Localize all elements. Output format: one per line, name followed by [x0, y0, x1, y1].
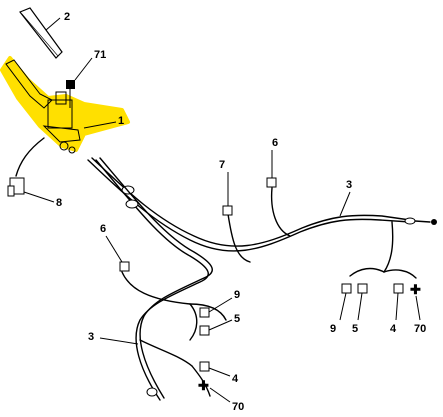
connector-part-8 — [7, 137, 55, 203]
connector-box-5-lower — [199, 325, 210, 336]
callout-3-upper: 3 — [346, 179, 352, 191]
leader-5a — [208, 319, 233, 331]
callout-9-lower: 9 — [234, 289, 240, 301]
callout-3-lower: 3 — [88, 331, 94, 343]
ground-plus-icon-lower: ✚ — [198, 378, 209, 393]
connector-box-5-right — [357, 283, 368, 294]
callout-9-right: 9 — [330, 323, 336, 335]
handle-grip-part — [19, 7, 63, 59]
callout-6-upper: 6 — [272, 137, 278, 149]
leader-9b — [339, 292, 347, 321]
connector-box-7 — [222, 205, 233, 216]
leader-3a — [339, 191, 351, 217]
callout-71: 71 — [94, 49, 106, 61]
brake-switch-part-71 — [66, 57, 93, 108]
leader-2 — [45, 17, 61, 31]
callout-1: 1 — [118, 115, 124, 127]
connector-box-6-lower — [119, 261, 130, 272]
callout-7: 7 — [219, 159, 225, 171]
callout-5-lower: 5 — [234, 313, 240, 325]
wire-harness — [121, 187, 417, 397]
callout-70-lower: 70 — [232, 401, 244, 413]
leader-6b — [105, 235, 123, 263]
leader-8 — [23, 191, 55, 203]
callout-2: 2 — [64, 11, 70, 23]
leader-71 — [74, 57, 93, 81]
leader-4b — [395, 292, 399, 321]
leader-4a — [208, 367, 231, 377]
leader-5b — [357, 292, 363, 321]
leader-70a — [209, 387, 231, 403]
leader-1 — [83, 121, 117, 129]
callout-6-lower: 6 — [100, 223, 106, 235]
brake-lever-assembly-highlighted[interactable] — [0, 56, 130, 154]
connector-box-4-lower — [199, 361, 210, 372]
connector-box-4-right — [393, 283, 404, 294]
callout-8: 8 — [56, 197, 62, 209]
callout-70-right: 70 — [414, 323, 426, 335]
connector-box-9-right — [341, 283, 352, 294]
connector-box-6-upper — [266, 177, 277, 188]
ground-plus-icon-right: ✚ — [410, 282, 421, 297]
callout-5-right: 5 — [352, 323, 358, 335]
leader-70b — [415, 295, 421, 321]
leader-3b — [99, 337, 139, 345]
secondary-cable — [95, 157, 213, 401]
leader-9a — [208, 297, 233, 313]
connector-box-9-lower — [199, 307, 210, 318]
callout-4-lower: 4 — [232, 373, 239, 385]
callout-4-right: 4 — [390, 323, 397, 335]
